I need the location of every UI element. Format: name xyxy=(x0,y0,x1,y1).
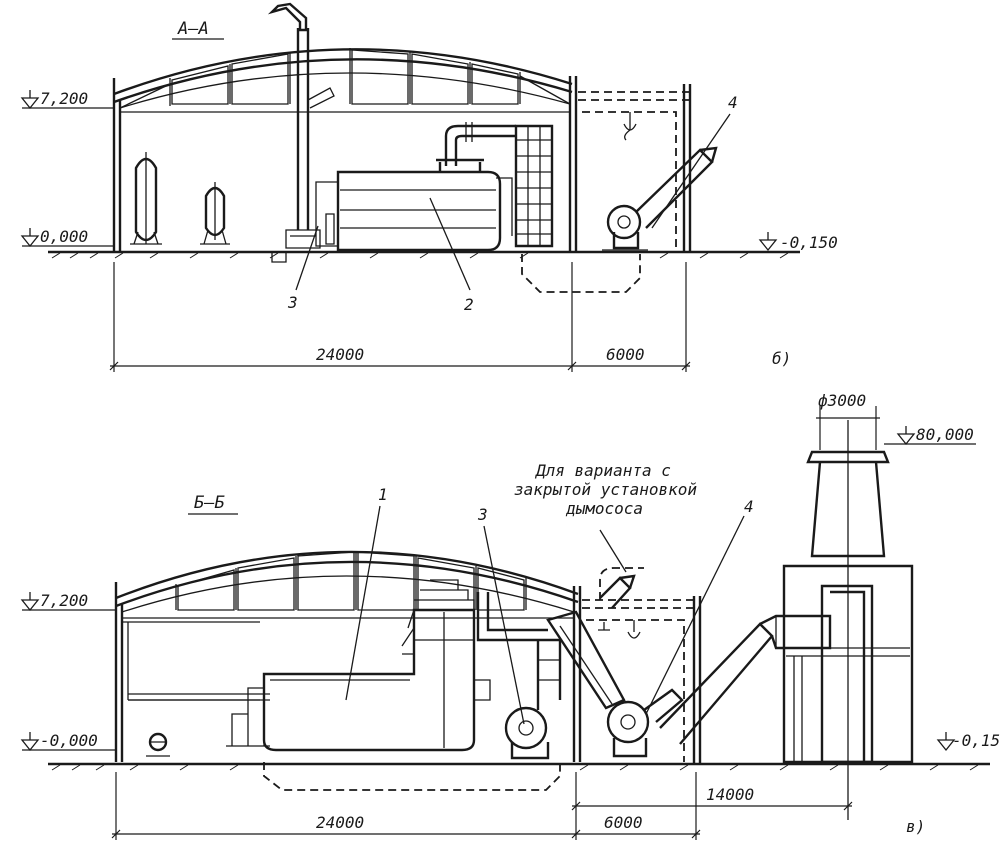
ground-line-a xyxy=(48,250,800,259)
section-b-b: Б–Б xyxy=(20,391,1000,840)
dim-14000-b: 14000 xyxy=(706,785,754,804)
callout-a-4: 4 xyxy=(651,93,738,229)
dim-6000-a: 6000 xyxy=(606,345,645,364)
elevation-top-b: 7,200 xyxy=(20,591,116,612)
dimension-line-a: 24000 6000 xyxy=(109,262,691,372)
vessel-large-a xyxy=(130,152,162,245)
svg-text:4: 4 xyxy=(744,497,754,516)
elevation-zero-a: 0,000 xyxy=(20,227,114,248)
svg-text:ф3000: ф3000 xyxy=(818,391,866,410)
pump-b xyxy=(146,732,170,757)
vertical-pipe-a xyxy=(267,2,335,263)
figure-label-b: б) xyxy=(772,349,791,368)
building-frame-a xyxy=(112,48,578,252)
vessel-small-a xyxy=(200,182,230,245)
svg-text:1: 1 xyxy=(378,485,388,504)
underground-duct-a xyxy=(521,254,641,293)
boiler-b xyxy=(226,579,491,752)
ground-line-b xyxy=(48,762,990,771)
elevation-zero-b: -0,000 xyxy=(20,731,116,752)
boiler-a xyxy=(315,158,502,252)
svg-text:-0,000: -0,000 xyxy=(40,731,98,750)
callout-a-3: 3 xyxy=(287,225,319,312)
section-a-a: А–А xyxy=(20,2,838,372)
svg-text:4: 4 xyxy=(728,93,738,112)
dim-6000-b: 6000 xyxy=(604,813,643,832)
chimney-b xyxy=(806,420,890,820)
dimension-line-b: 24000 6000 14000 xyxy=(111,772,853,840)
elevation-stack-b: 80,000 xyxy=(884,425,976,446)
elevation-right-b: -0,150 xyxy=(936,731,1000,752)
stack-diameter-dim: ф3000 xyxy=(816,391,880,450)
svg-text:3: 3 xyxy=(477,505,488,524)
section-a-title: А–А xyxy=(177,19,209,39)
svg-text:0,000: 0,000 xyxy=(40,227,88,246)
svg-text:2: 2 xyxy=(464,295,474,314)
callout-b-3: 3 xyxy=(477,505,525,725)
smoke-exhauster-3-b xyxy=(476,592,562,760)
callout-b-1: 1 xyxy=(345,485,388,701)
dim-24000-a: 24000 xyxy=(316,345,364,364)
elevation-top-a: 7,200 xyxy=(20,89,114,110)
callout-b-4: 4 xyxy=(645,497,754,715)
svg-text:-0,150: -0,150 xyxy=(780,233,838,252)
svg-text:80,000: 80,000 xyxy=(916,425,974,444)
svg-text:закрытой установкой: закрытой установкой xyxy=(514,480,697,499)
svg-text:7,200: 7,200 xyxy=(40,591,88,610)
smoke-exhauster-a xyxy=(602,146,718,251)
annex-b xyxy=(582,567,702,764)
svg-text:Для варианта с: Для варианта с xyxy=(534,461,671,480)
figure-label-v: в) xyxy=(906,817,925,836)
variant-note: Для варианта с закрытой установкой дымос… xyxy=(514,461,697,573)
dim-24000-b: 24000 xyxy=(316,813,364,832)
flue-duct-b xyxy=(546,610,626,710)
stack-base-b xyxy=(659,564,914,764)
svg-text:3: 3 xyxy=(287,293,298,312)
section-b-title: Б–Б xyxy=(194,493,225,513)
economizer-a xyxy=(444,122,554,248)
svg-text:дымососа: дымососа xyxy=(565,499,643,518)
svg-text:7,200: 7,200 xyxy=(40,89,88,108)
smoke-exhauster-4-b xyxy=(598,574,684,758)
elevation-right-a: -0,150 xyxy=(758,232,838,252)
callout-a-2: 2 xyxy=(429,197,474,314)
annex-a xyxy=(578,84,692,252)
underground-duct-b xyxy=(263,762,561,791)
svg-text:-0,150: -0,150 xyxy=(952,731,1000,750)
